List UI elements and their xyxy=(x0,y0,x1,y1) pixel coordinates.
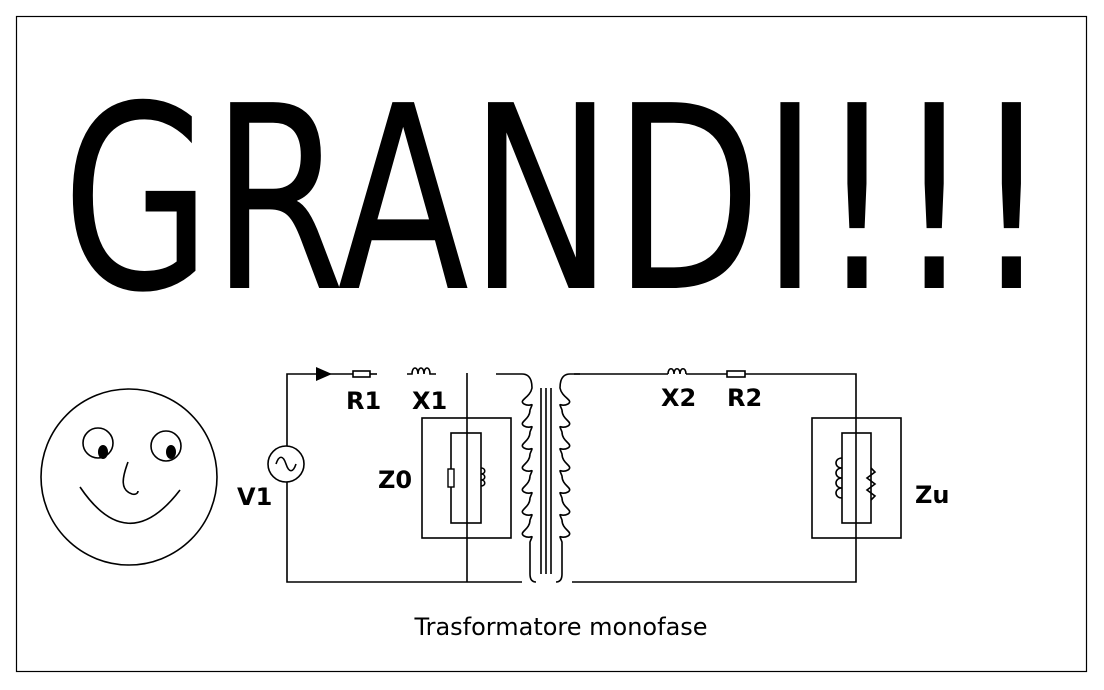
z0-box xyxy=(421,417,512,539)
zu-box xyxy=(811,417,902,539)
primary-winding xyxy=(496,373,537,583)
title-lettering: GRANDI!!! xyxy=(62,52,1050,349)
transformer-circuit: R1 X1 X2 R2 Z0 Zu V1 xyxy=(237,367,950,583)
left-eye xyxy=(82,427,114,459)
label-zu: Zu xyxy=(915,481,950,509)
caption: Trasformatore monofase xyxy=(413,613,707,641)
current-arrow-icon xyxy=(316,367,332,381)
mouth xyxy=(79,486,181,524)
right-eye xyxy=(150,430,182,462)
secondary-winding xyxy=(555,373,580,583)
inductor-x1 xyxy=(407,367,436,375)
resistor-r2 xyxy=(726,370,746,378)
smiley-face xyxy=(40,388,218,566)
title-text: GRANDI!!! xyxy=(62,52,1050,349)
label-r1: R1 xyxy=(346,387,381,415)
label-x2: X2 xyxy=(661,384,696,412)
label-x1: X1 xyxy=(412,387,447,415)
ac-source-v1 xyxy=(267,445,305,483)
nose xyxy=(122,461,139,496)
label-v1: V1 xyxy=(237,483,272,511)
resistor-r1 xyxy=(352,370,371,378)
frame-border xyxy=(15,15,1088,673)
label-z0: Z0 xyxy=(378,466,412,494)
label-r2: R2 xyxy=(727,384,762,412)
inductor-x2 xyxy=(667,367,687,375)
